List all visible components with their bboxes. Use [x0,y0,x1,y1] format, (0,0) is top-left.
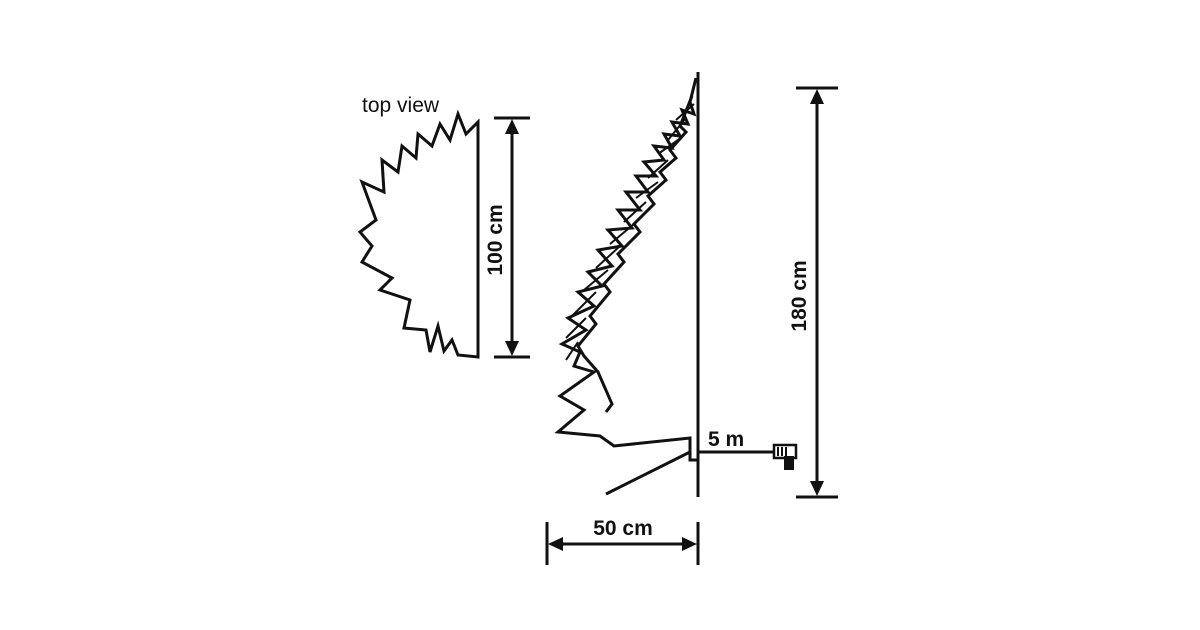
top-view-foliage-outline [357,109,480,359]
height-dimension: 180 cm [788,86,838,499]
height-label: 180 cm [788,260,811,331]
stand-leg [605,450,691,496]
side-view-foliage-hatching [565,103,695,361]
top-view-label: top view [362,94,440,117]
cable-length-label: 5 m [708,428,744,451]
depth-label: 100 cm [484,204,507,275]
width-arrow-left-icon [548,537,563,551]
width-arrow-right-icon [682,537,697,551]
depth-dimension: 100 cm [484,116,530,359]
side-view: 5 m 180 cm 50 cm [545,72,838,565]
height-arrow-up-icon [810,89,824,104]
side-view-foliage-outline [554,77,698,462]
power-plug-icon [772,443,798,470]
side-view-foliage-inner [576,95,694,413]
height-arrow-down-icon [810,481,824,496]
depth-arrow-up-icon [505,119,519,134]
top-view: top view 100 cm [357,94,530,359]
width-dimension: 50 cm [545,517,700,565]
depth-arrow-down-icon [505,341,519,356]
width-label: 50 cm [593,517,653,540]
